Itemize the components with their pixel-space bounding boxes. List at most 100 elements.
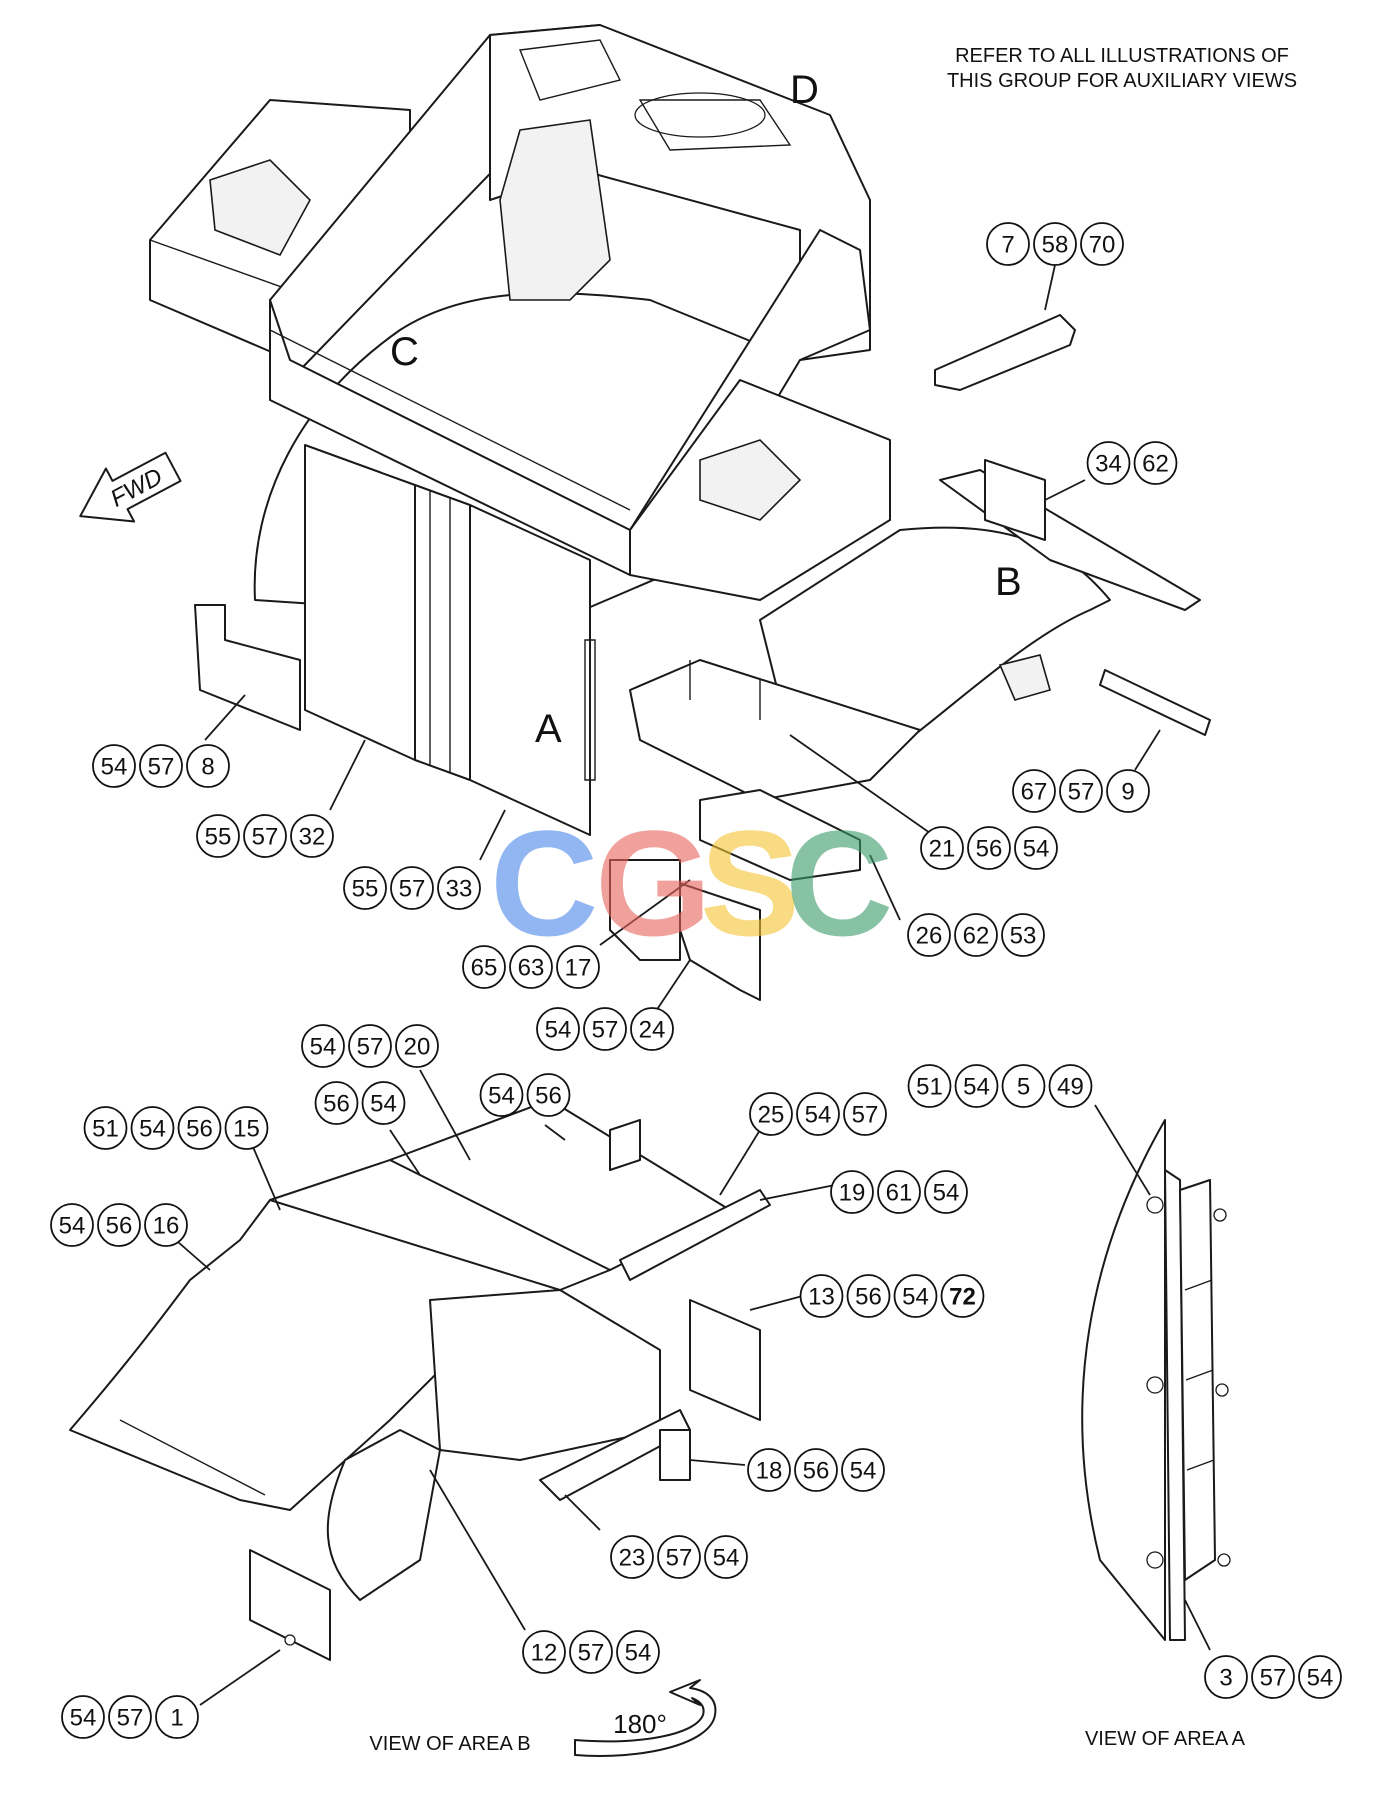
callout-number: 16 (153, 1213, 180, 1240)
callout-circle (314, 1081, 359, 1125)
callout-number: 57 (666, 1545, 693, 1572)
callout-number: 20 (404, 1034, 431, 1061)
callout-number: 34 (1095, 451, 1122, 478)
callout-number: 56 (803, 1458, 830, 1485)
callout-circle (954, 1064, 999, 1108)
callout-circle (390, 866, 434, 910)
watermark: C G S C (490, 799, 893, 967)
callout-circle (479, 1073, 524, 1117)
plate-7 (934, 314, 1076, 391)
rotation-label: 180° (613, 1709, 667, 1739)
callout-circle (1059, 769, 1103, 813)
callout-number: 26 (916, 923, 943, 950)
callout-number: 21 (929, 836, 956, 863)
callout-circle (177, 1106, 222, 1150)
floor-plate (629, 659, 921, 801)
lower-panel (429, 1289, 661, 1461)
callout-number: 15 (233, 1116, 260, 1143)
callout-circle (1080, 222, 1124, 266)
callout-number: 57 (117, 1705, 144, 1732)
callout-circle (846, 1274, 891, 1318)
callout-number: 56 (855, 1284, 882, 1311)
callout-number: 54 (370, 1091, 397, 1118)
callout-number: 61 (886, 1180, 913, 1207)
callout-number: 57 (148, 754, 175, 781)
callout-circle (144, 1203, 188, 1247)
callout-circle (348, 1024, 392, 1068)
callout-circle (526, 1073, 571, 1117)
note: REFER TO ALL ILLUSTRATIONS OF THIS GROUP… (947, 45, 1297, 92)
callout-number: 51 (92, 1116, 119, 1143)
callout-circle (50, 1203, 94, 1247)
callout-number: 54 (625, 1640, 652, 1667)
callout-number: 53 (1010, 923, 1037, 950)
callout-number: 3 (1219, 1665, 1232, 1692)
callout-number: 54 (139, 1116, 166, 1143)
angle-9 (1099, 669, 1211, 736)
callout-number: 33 (446, 876, 473, 903)
area-label-a: A (535, 707, 562, 751)
plate-1 (249, 1549, 331, 1661)
callout-circle (799, 1274, 844, 1318)
callout-circle (243, 814, 287, 858)
callout-circle (583, 1007, 627, 1051)
callout-number: 17 (565, 955, 592, 982)
callout-number: 24 (639, 1017, 666, 1044)
callout-number: 54 (545, 1017, 572, 1044)
callout-circle (1086, 441, 1131, 485)
callout-circle (830, 1170, 874, 1214)
fwd-arrow-icon (79, 451, 182, 523)
note-line-1: REFER TO ALL ILLUSTRATIONS OF (955, 45, 1289, 67)
callout-circle (1298, 1655, 1342, 1699)
rotation-arrow-icon (574, 1679, 717, 1757)
callout-circle (509, 945, 553, 989)
callout-number: 5 (1017, 1074, 1030, 1101)
callout-number: 54 (70, 1705, 97, 1732)
callout-circle (361, 1081, 406, 1125)
callout-circle (967, 826, 1011, 870)
callout-number: 7 (1001, 232, 1014, 259)
caption-view-area-b: VIEW OF AREA B (369, 1733, 530, 1755)
callout-circle (1204, 1655, 1248, 1699)
watermark-letter-3: S (700, 799, 800, 967)
callout-circle (616, 1630, 660, 1674)
hinge-strip (1179, 1179, 1216, 1581)
callout-number: 70 (1089, 232, 1116, 259)
callout-number: 56 (535, 1083, 562, 1110)
callout-circle (108, 1695, 152, 1739)
callout-54-57-24: 54 57 24 (536, 1007, 674, 1051)
left-box-bracket (209, 159, 311, 256)
callout-number: 54 (488, 1083, 515, 1110)
callout-circle (130, 1106, 175, 1150)
callout-number: 8 (201, 754, 214, 781)
callout-number: 57 (592, 1017, 619, 1044)
callout-circle (1001, 913, 1045, 957)
callout-number: 56 (323, 1091, 350, 1118)
callout-number: 55 (205, 824, 232, 851)
fwd-arrow: FWD (79, 451, 182, 523)
upper-assembly (149, 24, 1211, 1001)
front-panel-left (304, 444, 416, 761)
area-a-view (1081, 1119, 1231, 1641)
interior-chute (499, 119, 611, 301)
callout-number: 57 (1260, 1665, 1287, 1692)
callout-circle (536, 1007, 580, 1051)
watermark-letter-2: G (595, 799, 712, 967)
callout-circle (907, 913, 951, 957)
callout-number: 1 (170, 1705, 183, 1732)
bracket-25 (609, 1119, 641, 1171)
callout-number: 67 (1021, 779, 1048, 806)
callout-circle (954, 913, 998, 957)
callout-circle (301, 1024, 345, 1068)
callout-circle (1033, 222, 1077, 266)
